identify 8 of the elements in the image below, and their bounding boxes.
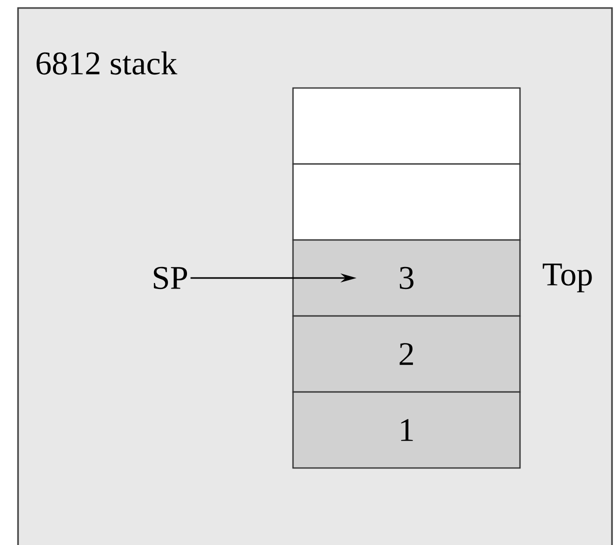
- stack-cell: 2: [292, 315, 521, 393]
- stack-cell: [292, 87, 521, 165]
- title: 6812 stack: [36, 51, 178, 75]
- side-label: Top: [542, 264, 592, 292]
- pointer-label: SP: [154, 266, 188, 290]
- stack-cell: 1: [292, 391, 521, 469]
- stack-cell: [292, 163, 521, 241]
- stack-cell: 3: [292, 239, 521, 317]
